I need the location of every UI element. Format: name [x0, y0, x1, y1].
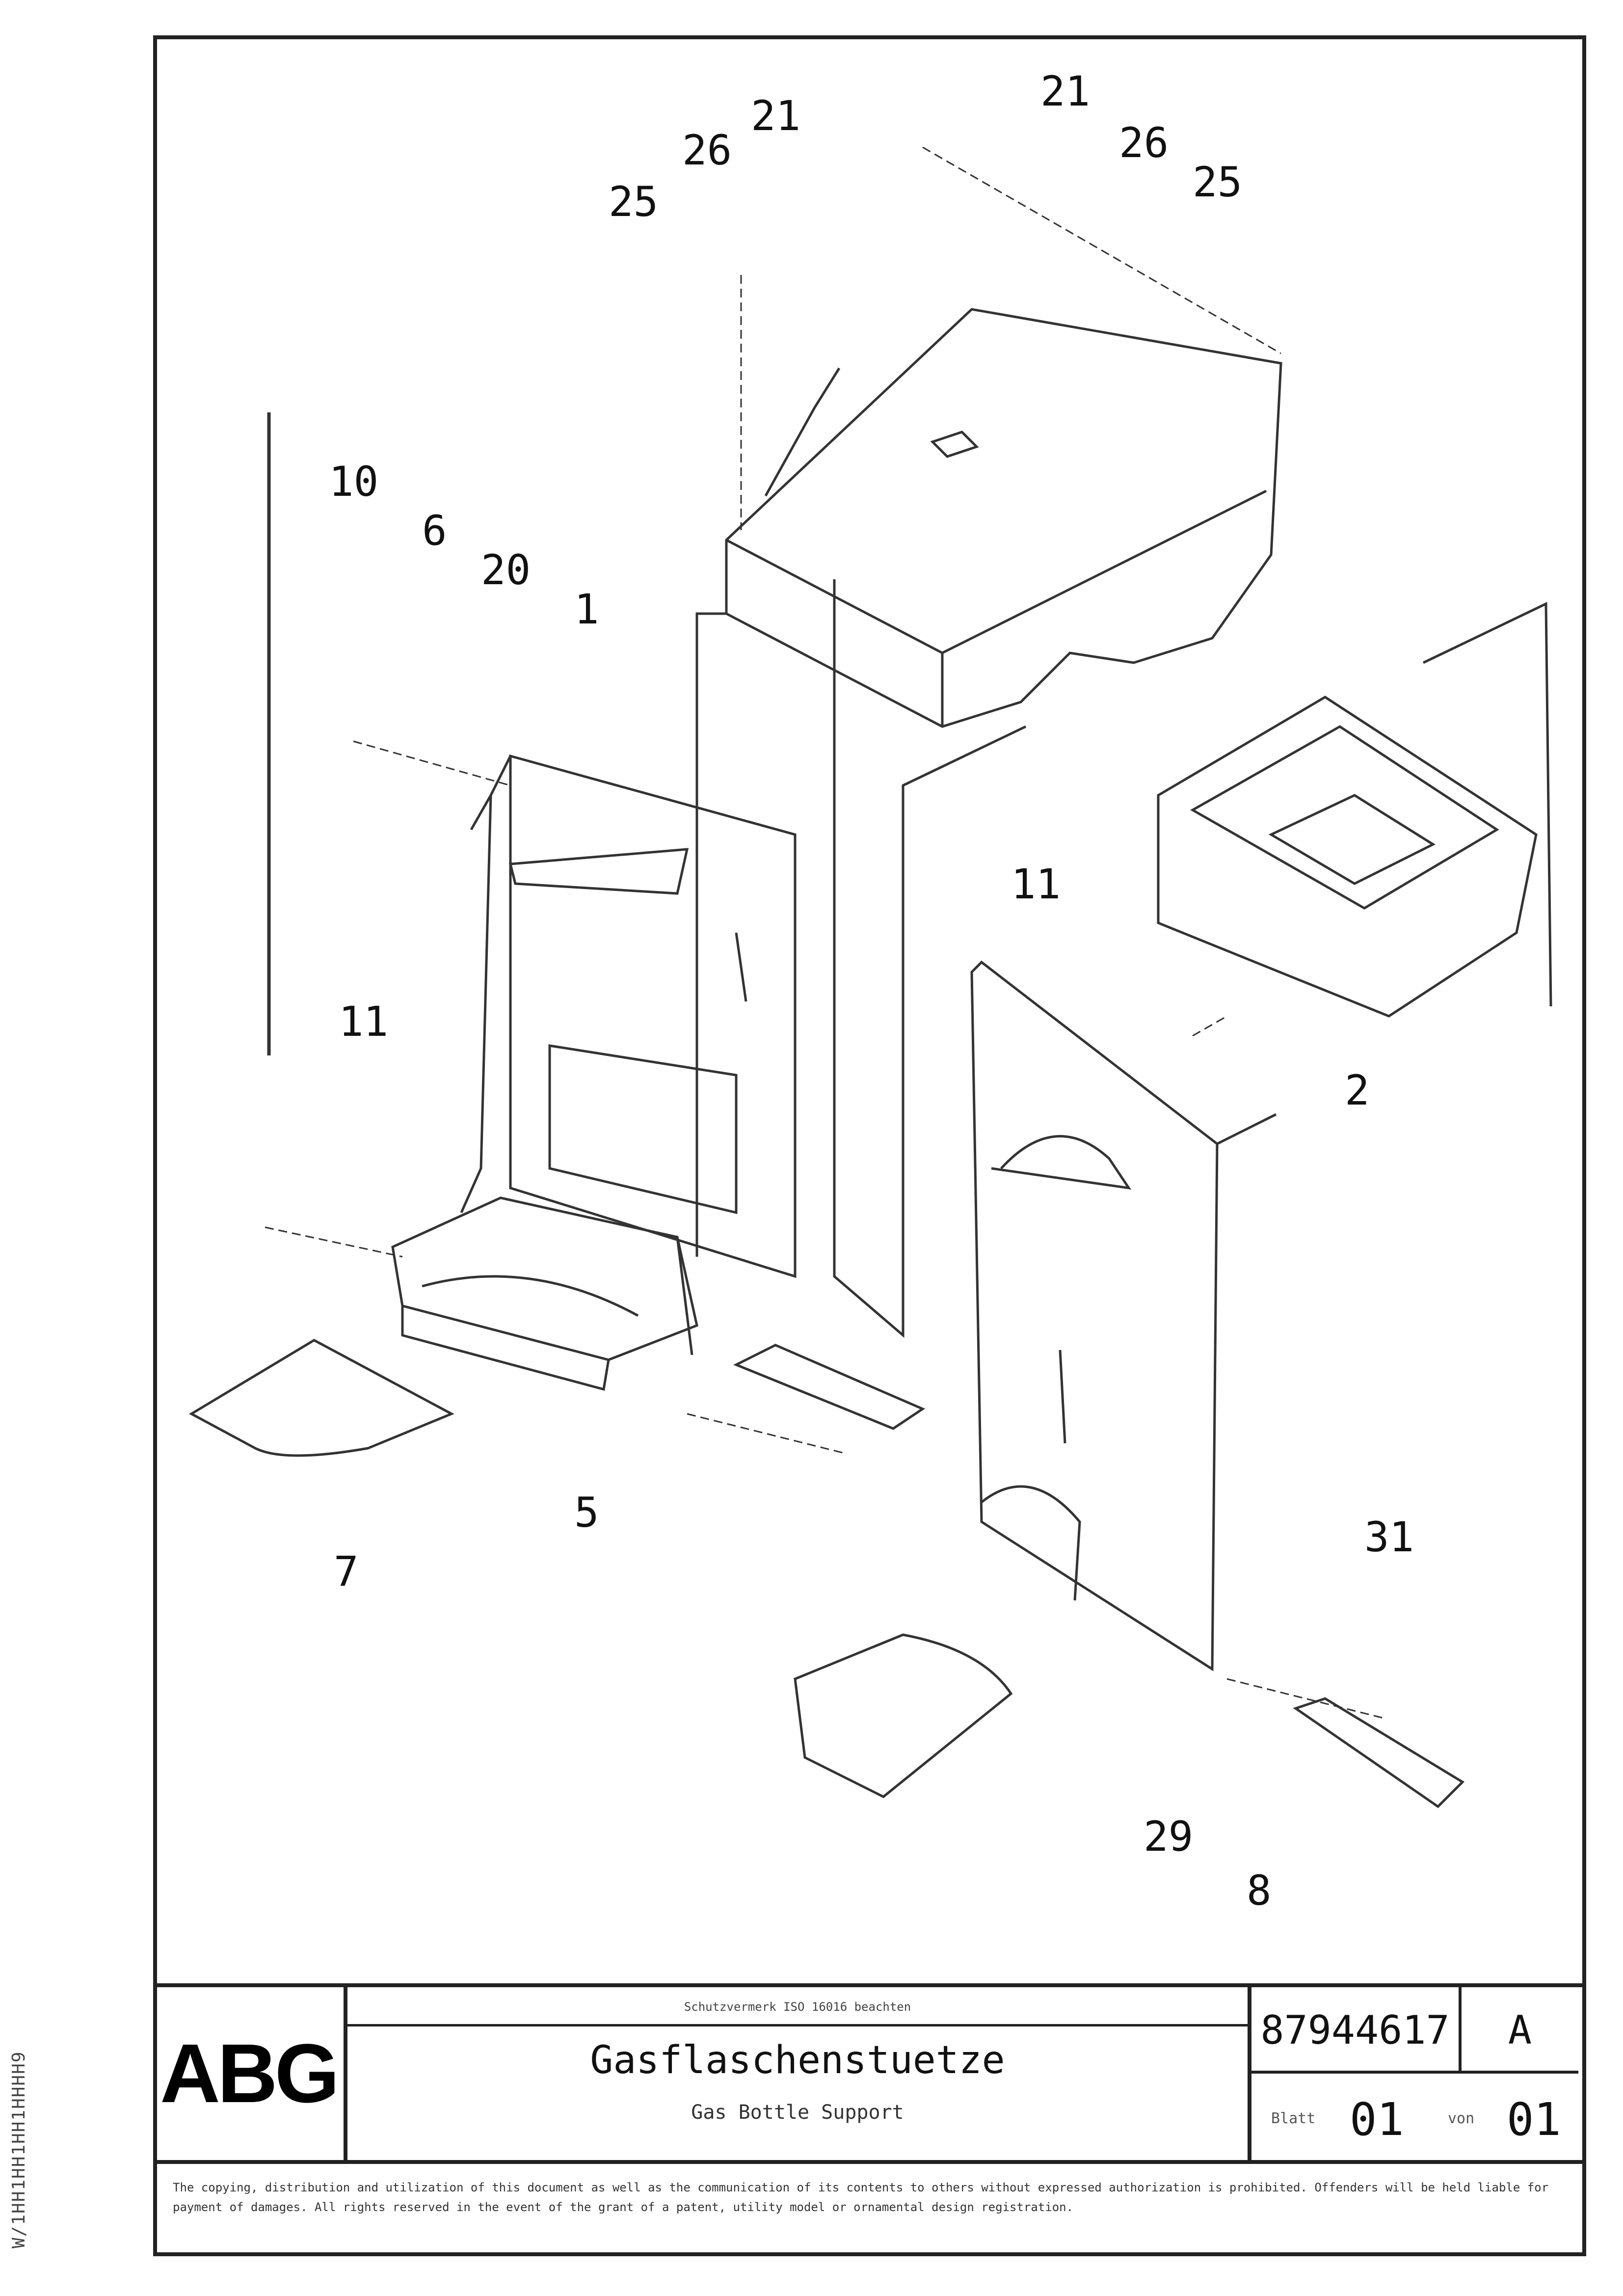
- sheet-value: 01: [1350, 2093, 1404, 2146]
- callout-20: 20: [481, 546, 531, 594]
- of-value: 01: [1507, 2093, 1561, 2146]
- abg-logo: ABG: [160, 2027, 340, 2120]
- document-number: 87944617: [1251, 1987, 1462, 2074]
- callout-8: 8: [1247, 1866, 1272, 1915]
- callout-6: 6: [422, 507, 447, 555]
- callout-7: 7: [334, 1547, 359, 1595]
- callout-26-right: 26: [1119, 119, 1169, 167]
- title-german: Gasflaschenstuetze: [590, 2038, 1005, 2082]
- of-label: von: [1448, 2110, 1475, 2127]
- callout-5: 5: [574, 1488, 599, 1537]
- right-tray: [1157, 602, 1552, 1018]
- callout-25-right: 25: [1193, 158, 1242, 206]
- revision: A: [1462, 1987, 1578, 2074]
- callout-2: 2: [1345, 1066, 1370, 1114]
- left-pad: [188, 1339, 454, 1457]
- company-line: Schutzvermerk ISO 16016 beachten: [347, 1987, 1248, 2026]
- right-bracket: [970, 960, 1277, 1672]
- callout-labels: 21 26 25 26 21 25 10 6 20 1 11 11 2 5 7 …: [329, 67, 1414, 1915]
- title-english: Gas Bottle Support: [691, 2101, 904, 2124]
- title-cell: Schutzvermerk ISO 16016 beachten Gasflas…: [347, 1987, 1251, 2160]
- sheet-label: Blatt: [1271, 2110, 1316, 2127]
- drawing-frame: [153, 35, 1586, 2256]
- callout-25-left: 25: [609, 178, 658, 226]
- vertical-stand: [695, 579, 1027, 1338]
- upper-mounting-plate: [725, 308, 1282, 728]
- callout-11-upper: 11: [1011, 860, 1061, 908]
- callout-21-right: 21: [1040, 67, 1090, 115]
- logo-cell: ABG: [153, 1987, 347, 2160]
- callout-29: 29: [1144, 1812, 1193, 1861]
- sheet-info: Blatt 01 von 01: [1251, 2074, 1578, 2160]
- callout-21-left: 21: [751, 92, 800, 140]
- side-code: W/1HH1HH1HH1HHHH9: [9, 2051, 29, 2248]
- leader-lines: [265, 146, 1384, 1719]
- right-pad: [794, 1633, 1013, 1798]
- callout-1: 1: [574, 585, 599, 633]
- callout-11-lower: 11: [339, 998, 388, 1046]
- callout-26-left: 26: [682, 126, 732, 174]
- left-foot: [391, 1196, 698, 1391]
- spacer-bars: [733, 1344, 1465, 1809]
- callout-10: 10: [329, 458, 378, 506]
- left-bracket: [460, 754, 797, 1278]
- title-block: ABG Schutzvermerk ISO 16016 beachten Gas…: [153, 1983, 1586, 2160]
- callout-31: 31: [1364, 1513, 1414, 1561]
- copyright-disclaimer: The copying, distribution and utilizatio…: [153, 2160, 1586, 2256]
